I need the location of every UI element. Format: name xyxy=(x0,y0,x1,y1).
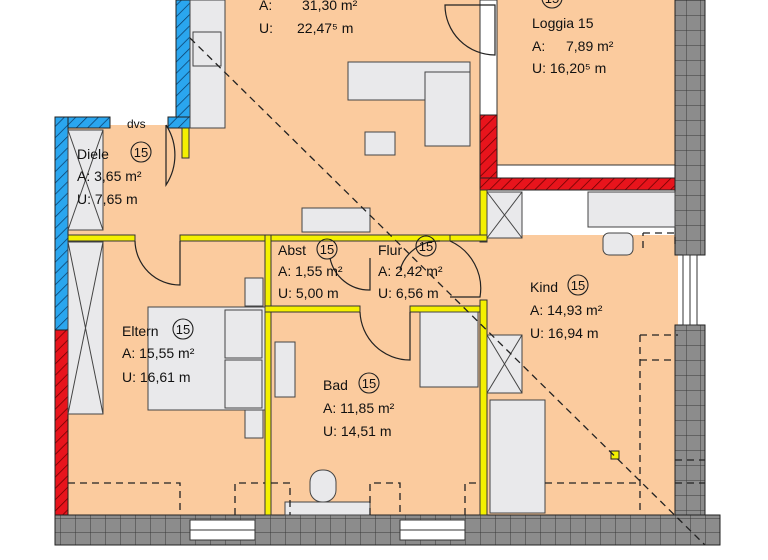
desk xyxy=(587,191,676,228)
room-note: dvs xyxy=(127,117,146,131)
chair xyxy=(602,232,634,256)
perimeter-value: U: 14,51 m xyxy=(323,423,391,439)
door-bad[interactable] xyxy=(359,311,411,361)
area-value: A: 15,55 m² xyxy=(122,345,195,361)
door-eltern[interactable] xyxy=(134,240,181,286)
furniture xyxy=(67,0,676,516)
perimeter-value: U: 16,20⁵ m xyxy=(532,60,606,76)
perimeter-value: U: 5,00 m xyxy=(278,285,339,301)
exterior-wall-bottom xyxy=(54,514,721,546)
room-number: 15 xyxy=(320,242,334,257)
coffee-table xyxy=(364,131,396,156)
room-label-abst: Abst 15 A: 1,55 m² U: 5,00 m xyxy=(278,238,343,301)
perimeter-value: U: 6,56 m xyxy=(378,285,439,301)
room-number: 15 xyxy=(176,322,190,337)
room-label-kind: Kind 15 A: 14,93 m² U: 16,94 m xyxy=(530,274,603,341)
room-name: Loggia 15 xyxy=(532,15,594,31)
area-value: A: 14,93 m² xyxy=(530,302,603,318)
room-label-eltern: Eltern 15 A: 15,55 m² U: 16,61 m xyxy=(122,318,195,385)
perimeter-value: U: 7,65 m xyxy=(77,191,138,207)
room-label-flur: Flur 15 A: 2,42 m² U: 6,56 m xyxy=(378,235,443,301)
area-label: A: xyxy=(532,38,545,54)
door-abst[interactable] xyxy=(329,257,371,291)
slope-lines xyxy=(68,37,706,546)
room-name: Bad xyxy=(323,377,348,393)
room-number: 15 xyxy=(571,278,585,293)
perimeter-label: U: xyxy=(259,20,273,36)
area-value: 31,30 m² xyxy=(302,0,358,13)
room-name: Diele xyxy=(77,146,109,162)
bed-kind xyxy=(489,399,546,514)
door-kind[interactable] xyxy=(449,240,482,298)
door-loggia[interactable] xyxy=(444,4,496,56)
room-label-diele: dvs Diele 15 A: 3,65 m² U: 7,65 m xyxy=(77,117,152,207)
room-name: Abst xyxy=(278,242,306,258)
exterior-wall-right xyxy=(674,0,706,256)
sink xyxy=(192,31,222,67)
area-value: A: 2,42 m² xyxy=(378,263,443,279)
walls xyxy=(54,0,721,546)
room-number: 15 xyxy=(545,0,559,6)
room-number: 15 xyxy=(362,376,376,391)
toilet xyxy=(309,469,337,503)
wall-blue-kitchen xyxy=(175,0,191,129)
shower xyxy=(419,311,479,388)
room-number: 15 xyxy=(134,145,148,160)
room-label-loggia: 15 Loggia 15 A: 7,89 m² U: 16,20⁵ m xyxy=(532,0,614,76)
perimeter-value: 22,47⁵ m xyxy=(297,20,353,36)
area-value: 7,89 m² xyxy=(566,38,614,54)
wall-blue-left xyxy=(54,116,69,331)
room-name: Flur xyxy=(378,242,402,258)
door-entrance[interactable] xyxy=(165,124,176,188)
area-label: A: xyxy=(259,0,272,13)
room-name: Eltern xyxy=(122,323,159,339)
tv-board xyxy=(301,207,371,233)
wall-red-left xyxy=(54,329,69,516)
perimeter-value: U: 16,94 m xyxy=(530,325,598,341)
vanity xyxy=(274,341,296,398)
room-number: 15 xyxy=(419,239,433,254)
room-label-bad: Bad 15 A: 11,85 m² U: 14,51 m xyxy=(323,372,395,439)
perimeter-value: U: 16,61 m xyxy=(122,369,190,385)
area-value: A: 1,55 m² xyxy=(278,263,343,279)
room-number-circle xyxy=(541,0,563,9)
room-name: Kind xyxy=(530,279,558,295)
area-value: A: 11,85 m² xyxy=(323,400,395,416)
area-value: A: 3,65 m² xyxy=(77,168,142,184)
room-label-wohnen: A: 31,30 m² U: 22,47⁵ m xyxy=(259,0,358,36)
